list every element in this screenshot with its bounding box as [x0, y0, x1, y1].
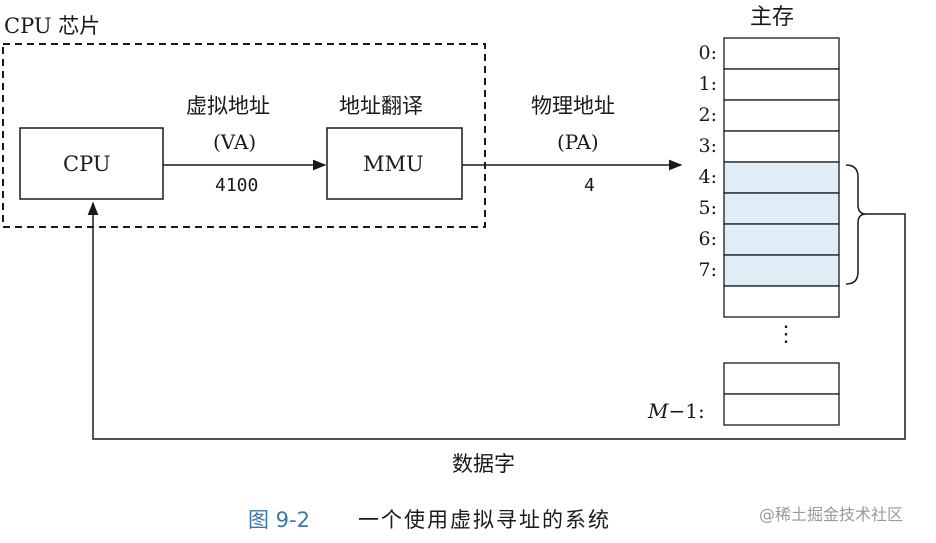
last-address-label: M−1: [648, 401, 705, 421]
memory-cell-8 [723, 285, 840, 318]
memory-cell-6 [723, 223, 840, 256]
data-word-return-path [87, 201, 906, 440]
memory-cell-5 [723, 192, 840, 225]
data-word-label: 数据字 [452, 452, 515, 476]
memory-address-5: 5: [698, 197, 718, 219]
pa-abbr: (PA) [557, 130, 599, 154]
memory-address-7: 7: [698, 259, 718, 281]
pa-title: 物理地址 [531, 94, 615, 118]
cpu-label: CPU [63, 152, 111, 176]
figure-number: 图 9-2 [248, 508, 310, 532]
pa-value: 4 [584, 175, 595, 196]
memory-cell-m2 [723, 362, 840, 395]
cpu-chip-label: CPU 芯片 [4, 14, 101, 38]
figure-caption: 一个使用虚拟寻址的系统 [358, 508, 611, 532]
translate-label: 地址翻译 [339, 94, 423, 118]
va-title: 虚拟地址 [186, 94, 270, 118]
last-address-m: M [648, 399, 669, 423]
cpu-chip-boundary [2, 43, 486, 228]
data-word-brace [845, 164, 867, 285]
memory-address-3: 3: [698, 135, 718, 157]
memory-address-2: 2: [698, 104, 718, 126]
cpu-box [19, 127, 164, 200]
va-value: 4100 [215, 175, 259, 196]
memory-cell-7 [723, 254, 840, 287]
memory-address-1: 1: [698, 73, 718, 95]
memory-address-6: 6: [698, 228, 718, 250]
memory-cell-1 [723, 68, 840, 101]
memory-cell-0 [723, 37, 840, 70]
memory-cell-4 [723, 161, 840, 194]
memory-address-4: 4: [698, 166, 718, 188]
mmu-box [326, 127, 463, 200]
memory-cell-m1 [723, 393, 840, 426]
memory-address-0: 0: [698, 42, 718, 64]
memory-title: 主存 [750, 5, 795, 30]
memory-cells [723, 37, 840, 426]
watermark: @稀土掘金技术社区 [759, 505, 904, 524]
mmu-label: MMU [363, 152, 424, 176]
memory-cell-3 [723, 130, 840, 163]
memory-ellipsis: ⋮ [775, 322, 797, 347]
va-abbr: (VA) [213, 130, 257, 154]
memory-cell-2 [723, 99, 840, 132]
last-address-rest: −1: [668, 399, 705, 423]
